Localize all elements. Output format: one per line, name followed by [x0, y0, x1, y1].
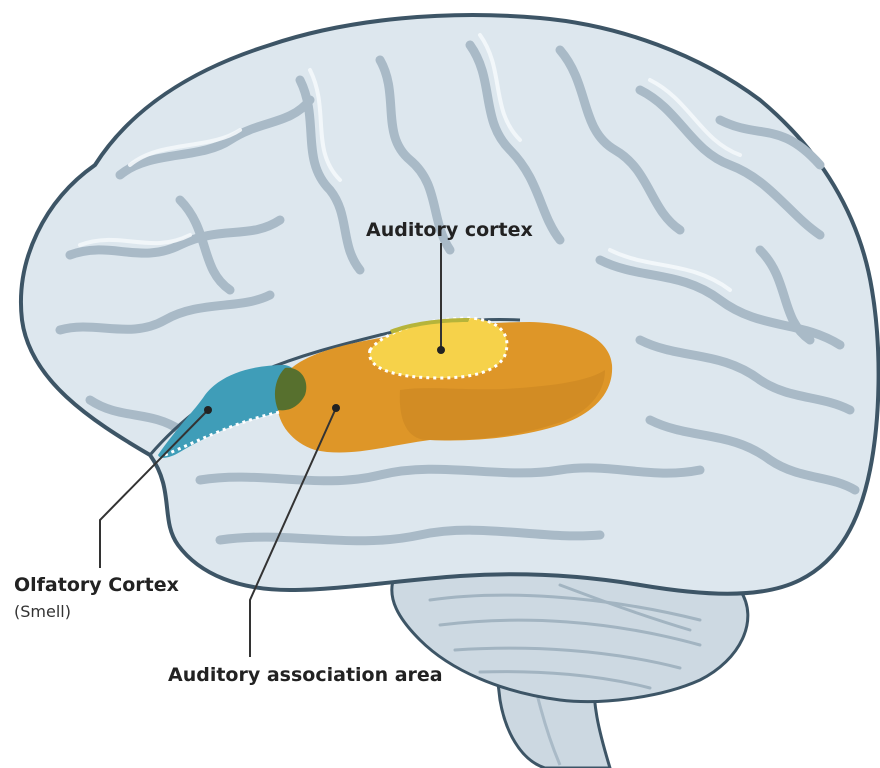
marker-dot-association [332, 404, 340, 412]
marker-dot-olfactory [204, 406, 212, 414]
label-olfactory-subtitle: (Smell) [14, 602, 71, 621]
cerebrum [21, 15, 879, 594]
label-auditory-cortex: Auditory cortex [366, 219, 533, 241]
label-olfactory-cortex: Olfatory Cortex [14, 574, 179, 596]
marker-dot-auditory-cortex [437, 346, 445, 354]
label-auditory-association-area: Auditory association area [168, 664, 443, 686]
